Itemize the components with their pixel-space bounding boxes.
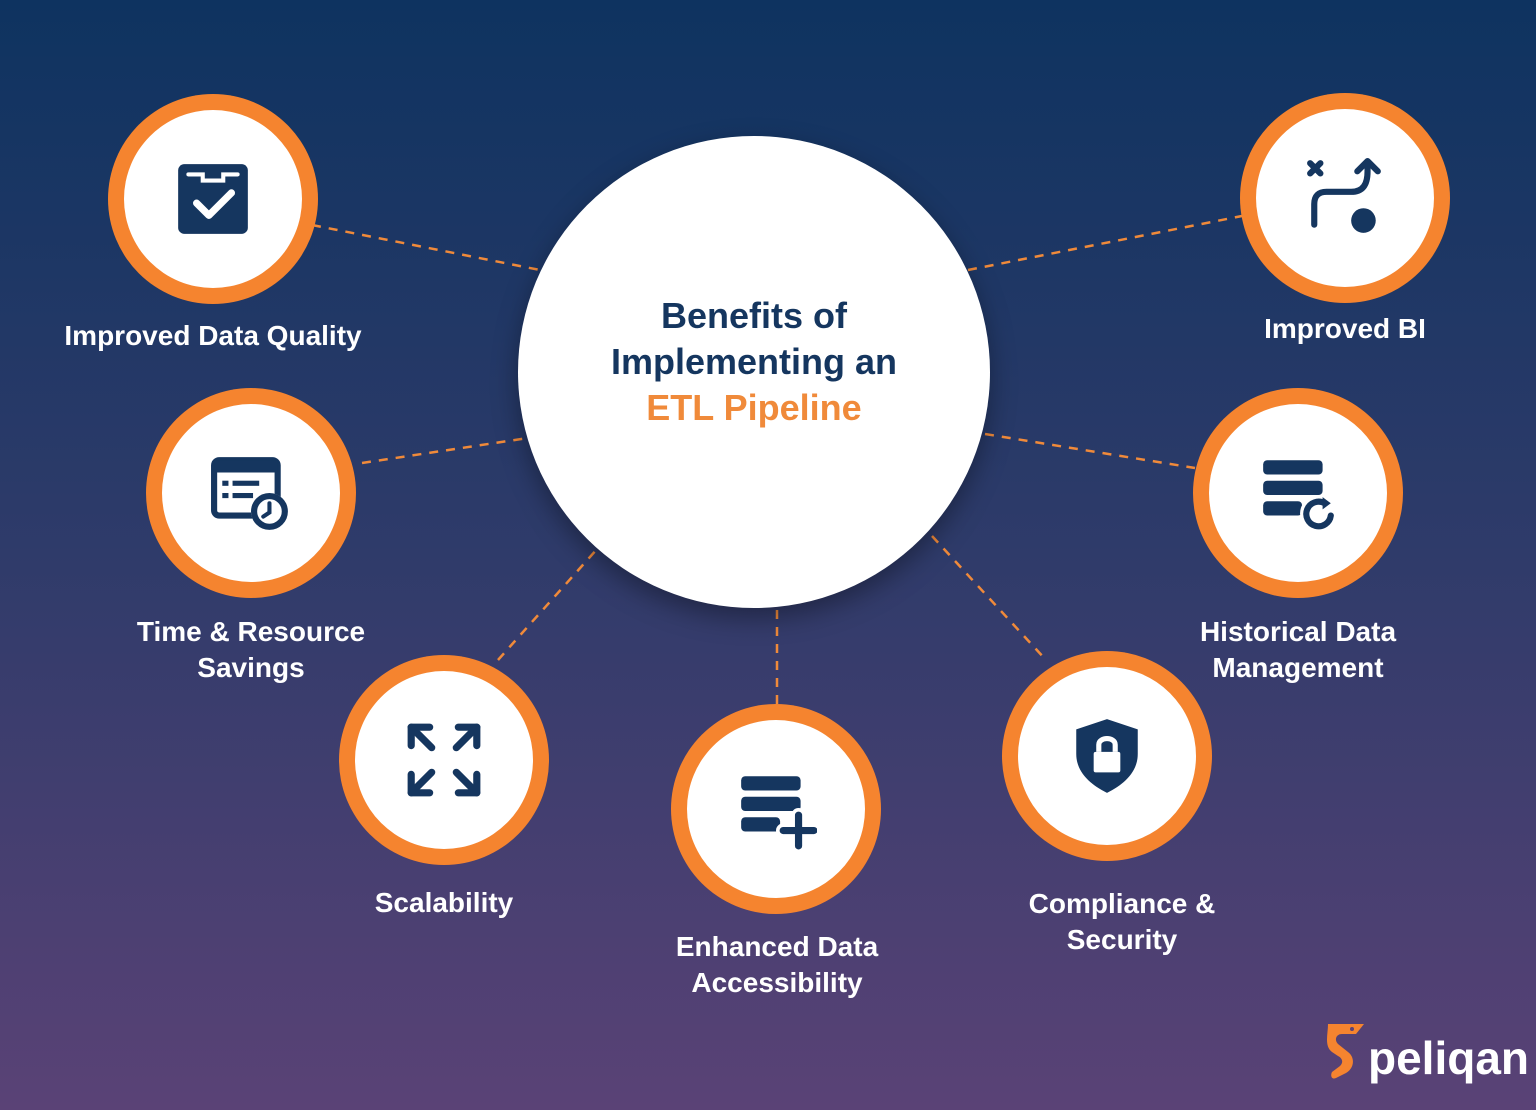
label-line: Improved Data Quality [64,320,362,351]
connector-historical-data-management [984,432,1196,470]
node-improved-data-quality [108,94,318,304]
label-line: Enhanced Data [675,931,879,962]
node-inner [1209,404,1387,582]
route-strategy-icon [1307,158,1381,233]
database-plus-icon [741,776,817,850]
label-improved-bi: Improved BI [1264,311,1426,347]
label-enhanced-data-accessibility: Enhanced Data Accessibility [676,929,878,1001]
label-time-resource-savings: Time & Resource Savings [137,614,365,686]
connector-improved-bi [967,214,1243,272]
center-title-line-2: Implementing an [610,341,898,382]
node-inner [1018,667,1196,845]
brand-name: peliqan [1368,1032,1530,1084]
pelican-logo-icon [1327,1024,1364,1079]
label-historical-data-management: Historical Data Management [1200,614,1396,686]
label-line: Compliance & [1028,888,1216,919]
connector-time-resource-savings [361,436,529,465]
shield-lock-icon [1076,719,1138,793]
label-line: Time & Resource [136,616,366,647]
center-circle: Benefits of Implementing an ETL Pipeline [518,136,990,608]
node-scalability [339,655,549,865]
node-inner [687,720,865,898]
brand-logo: peliqan [1326,1020,1529,1084]
label-line: Accessibility [691,967,863,998]
node-enhanced-data-accessibility [671,704,881,914]
node-inner [355,671,533,849]
label-line: Security [1066,924,1178,955]
node-inner [1256,109,1434,287]
connector-compliance-security [931,535,1047,661]
label-line: Management [1212,652,1384,683]
label-line: Improved BI [1264,313,1426,344]
document-timer-icon [211,457,288,530]
connector-scalability [497,547,599,661]
node-time-resource-savings [146,388,356,598]
center-title-line-1: Benefits of [660,295,847,336]
center-title-accent: ETL Pipeline [646,387,862,428]
node-compliance-security [1002,651,1212,861]
connector-improved-data-quality [311,223,541,272]
label-line: Scalability [374,887,514,918]
center-title: Benefits of Implementing an ETL Pipeline [611,293,897,431]
label-improved-data-quality: Improved Data Quality [64,318,361,354]
node-historical-data-management [1193,388,1403,598]
label-line: Historical Data [1199,616,1397,647]
node-improved-bi [1240,93,1450,303]
expand-arrows-icon [407,723,481,797]
node-inner [162,404,340,582]
label-scalability: Scalability [375,885,514,921]
label-compliance-security: Compliance & Security [1029,886,1216,958]
checklist-box-icon [178,164,248,234]
label-line: Savings [197,652,305,683]
node-inner [124,110,302,288]
database-refresh-icon [1263,460,1337,532]
